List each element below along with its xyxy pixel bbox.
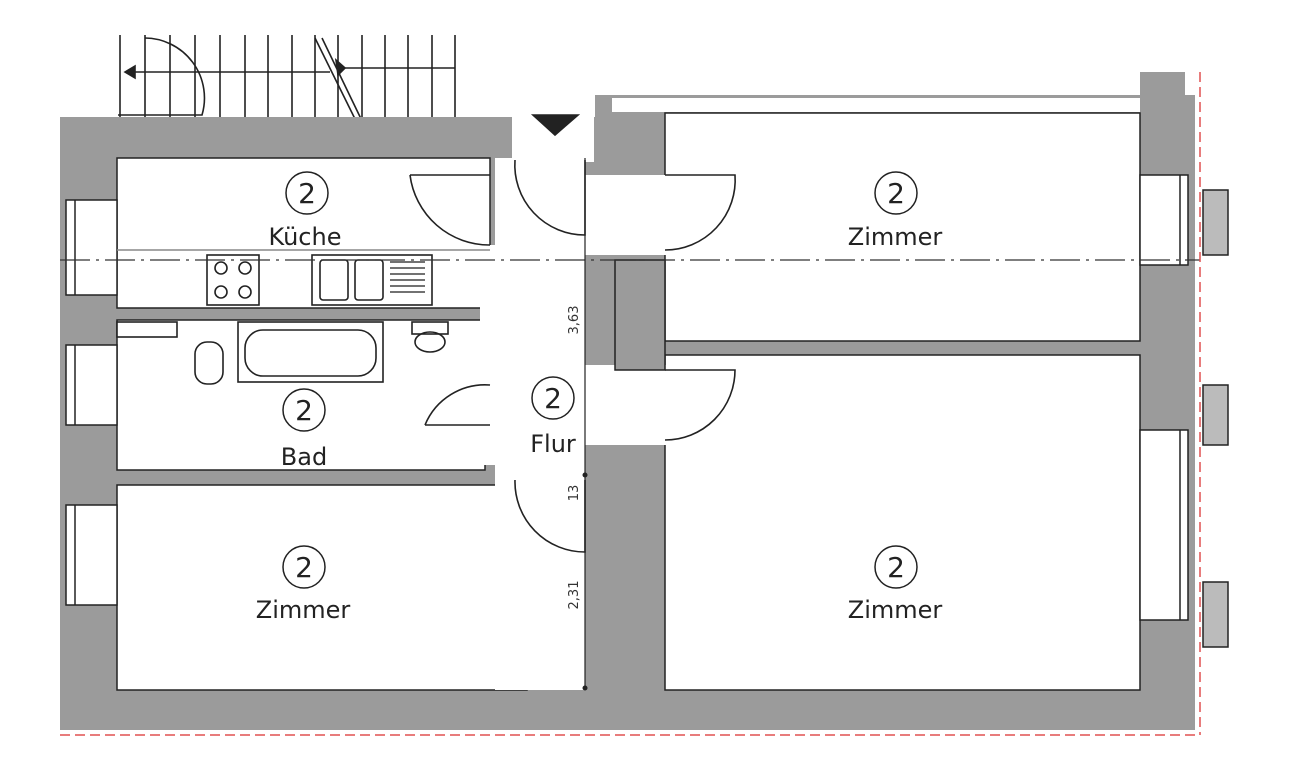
svg-text:2: 2	[887, 551, 905, 584]
svg-text:2: 2	[544, 382, 562, 415]
svg-text:2: 2	[887, 177, 905, 210]
room-floors	[116, 98, 1141, 691]
staircase	[118, 35, 456, 124]
svg-text:Flur: Flur	[530, 430, 576, 458]
svg-text:2: 2	[298, 177, 316, 210]
svg-text:2: 2	[295, 551, 313, 584]
svg-text:Zimmer: Zimmer	[848, 223, 943, 251]
doors	[409, 114, 736, 553]
svg-text:Zimmer: Zimmer	[256, 596, 351, 624]
entrance-marker-icon	[530, 114, 581, 137]
svg-text:Bad: Bad	[281, 443, 327, 471]
room-label-flur: 2 Flur	[530, 376, 576, 458]
room-label-kueche: 2 Küche	[269, 171, 342, 251]
room-label-zimmer-oben-rechts: 2 Zimmer	[848, 171, 943, 251]
dimension-label: 3,63	[567, 306, 582, 335]
room-label-zimmer-links: 2 Zimmer	[256, 545, 351, 624]
dimension-label: 13	[567, 485, 582, 502]
svg-text:2: 2	[295, 394, 313, 427]
room-label-bad: 2 Bad	[281, 388, 327, 471]
svg-text:Zimmer: Zimmer	[848, 596, 943, 624]
dimension-label: 2,31	[567, 581, 582, 610]
svg-text:Küche: Küche	[269, 223, 342, 251]
dimension-line: 3,63 13 2,31	[567, 158, 588, 691]
bath-fixtures	[116, 321, 449, 385]
property-boundary	[60, 72, 1201, 736]
windows	[65, 174, 1229, 648]
room-label-zimmer-unten-rechts: 2 Zimmer	[848, 545, 943, 624]
